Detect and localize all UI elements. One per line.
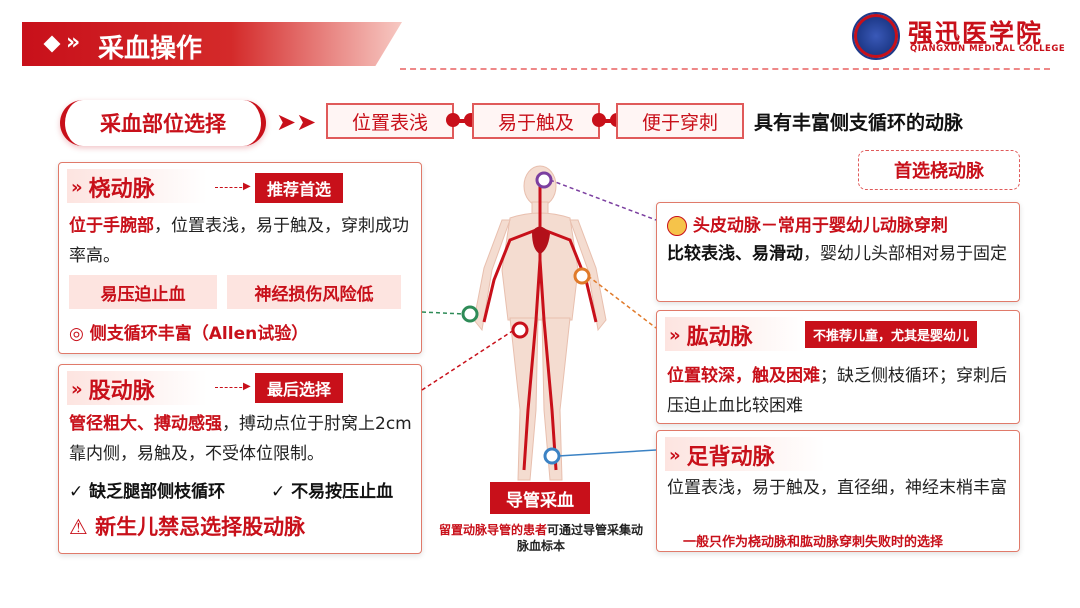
chevron-icon: » xyxy=(71,378,83,400)
scalp-marker xyxy=(535,171,553,189)
scalp-artery-panel: 头皮动脉－常用于婴幼儿动脉穿刺 比较表浅、易滑动，婴幼儿头部相对易于固定 xyxy=(656,202,1020,302)
arrow-head-icon: ▶ xyxy=(243,181,251,192)
criteria-box-1: 位置表浅 xyxy=(326,103,454,139)
dorsalis-marker xyxy=(543,447,561,465)
chevron-icon: » xyxy=(66,30,81,55)
college-logo-icon xyxy=(852,12,900,60)
college-subtitle: QIANGXUN MEDICAL COLLEGE xyxy=(910,44,1066,54)
dashed-arrow xyxy=(215,187,247,188)
criteria-box-2: 易于触及 xyxy=(472,103,600,139)
femoral-con-1: 缺乏腿部侧枝循环 xyxy=(89,482,226,502)
radial-collateral: 侧支循环丰富（Allen试验） xyxy=(89,324,309,344)
radial-marker xyxy=(461,305,479,323)
connector-line xyxy=(454,119,472,123)
human-circulatory-figure xyxy=(461,165,607,481)
brachial-tag: 不推荐儿童，尤其是婴幼儿 xyxy=(805,321,978,348)
criteria-note: 具有丰富侧支循环的动脉 xyxy=(754,112,964,134)
femoral-warning: 新生儿禁忌选择股动脉 xyxy=(95,515,306,539)
dorsalis-pedis-panel: » 足背动脉 位置表浅，易于触及，直径细，神经末梢丰富 一般只作为桡动脉和肱动脉… xyxy=(656,430,1020,552)
radial-benefit-1: 易压迫止血 xyxy=(69,275,217,309)
brachial-marker xyxy=(573,267,591,285)
dorsalis-title: 足背动脉 xyxy=(686,445,775,470)
page-title: 采血操作 xyxy=(98,34,203,64)
header-divider xyxy=(400,68,1050,70)
college-name: 强迅医学院 xyxy=(908,19,1044,48)
scalp-description: 比较表浅、易滑动，婴幼儿头部相对易于固定 xyxy=(667,244,1007,264)
criteria-box-3: 便于穿刺 xyxy=(616,103,744,139)
radial-benefit-2: 神经损伤风险低 xyxy=(227,275,401,309)
femoral-title: 股动脉 xyxy=(88,379,155,404)
check-icon: ✓ xyxy=(271,482,286,502)
connector-dot xyxy=(592,113,606,127)
brachial-title: 肱动脉 xyxy=(686,325,753,350)
radial-description: 位于手腕部，位置表浅，易于触及，穿刺成功率高。 xyxy=(69,216,409,266)
radial-tag: 推荐首选 xyxy=(255,173,344,203)
brachial-description: 位置较深，触及困难；缺乏侧枝循环；穿刺后压迫止血比较困难 xyxy=(667,366,1007,416)
femoral-marker xyxy=(511,321,529,339)
baby-face-icon xyxy=(667,216,687,236)
dashed-arrow xyxy=(215,387,247,388)
connector-dot xyxy=(446,113,460,127)
femoral-artery-panel: » 股动脉 ▶ 最后选择 管径粗大、搏动感强，搏动点位于肘窝上2cm靠内侧，易触… xyxy=(58,364,422,554)
femoral-description: 管径粗大、搏动感强，搏动点位于肘窝上2cm靠内侧，易触及，不受体位限制。 xyxy=(69,414,412,464)
dorsalis-note: 一般只作为桡动脉和肱动脉穿刺失败时的选择 xyxy=(683,535,944,550)
check-icon: ✓ xyxy=(69,482,84,502)
radial-artery-panel: » 桡动脉 ▶ 推荐首选 位于手腕部，位置表浅，易于触及，穿刺成功率高。 易压迫… xyxy=(58,162,422,354)
radial-title: 桡动脉 xyxy=(88,177,155,202)
first-choice-callout: 首选桡动脉 xyxy=(858,150,1020,190)
site-selection-label: 采血部位选择 xyxy=(60,100,266,146)
catheter-sampling-tag: 导管采血 xyxy=(490,482,590,514)
connector-line xyxy=(600,119,616,123)
dorsalis-description: 位置表浅，易于触及，直径细，神经末梢丰富 xyxy=(667,478,1007,498)
femoral-con-2: 不易按压止血 xyxy=(291,482,394,502)
scalp-title: 头皮动脉－常用于婴幼儿动脉穿刺 xyxy=(692,216,948,236)
check-circle-icon: ◎ xyxy=(69,324,84,344)
double-arrow-icon: ➤➤ xyxy=(276,108,317,136)
chevron-icon: » xyxy=(669,444,681,466)
arrow-head-icon: ▶ xyxy=(243,381,251,392)
catheter-sampling-note: 留置动脉导管的患者可通过导管采集动脉血标本 xyxy=(438,523,644,553)
header-banner: » 采血操作 xyxy=(22,22,402,66)
chevron-icon: » xyxy=(669,324,681,346)
brachial-artery-panel: » 肱动脉 不推荐儿童，尤其是婴幼儿 位置较深，触及困难；缺乏侧枝循环；穿刺后压… xyxy=(656,310,1020,424)
chevron-icon: » xyxy=(71,176,83,198)
warning-icon: ⚠ xyxy=(69,515,88,539)
femoral-tag: 最后选择 xyxy=(255,373,344,403)
diamond-icon xyxy=(43,35,61,53)
